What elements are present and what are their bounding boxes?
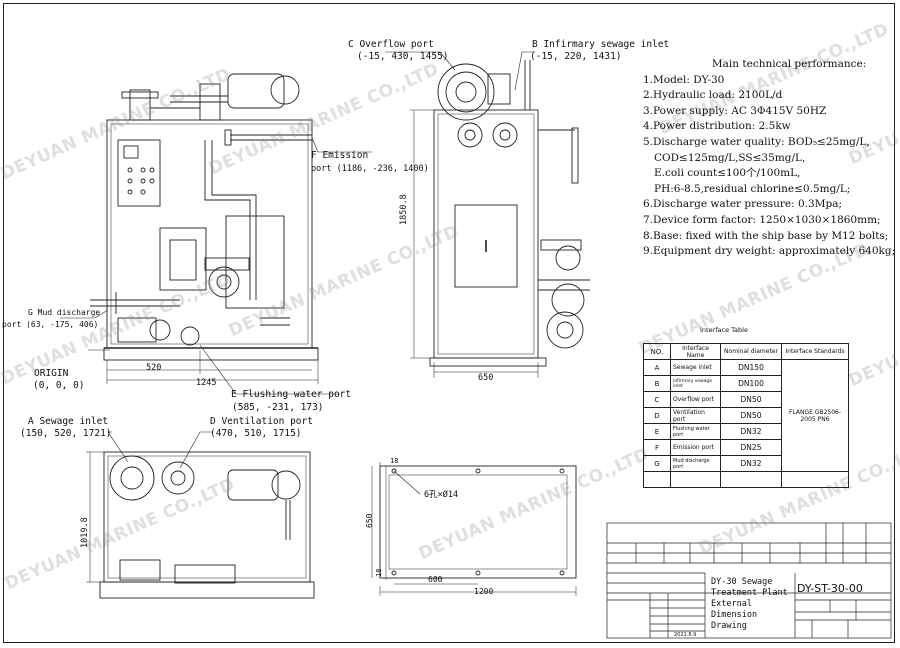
table-cell: C bbox=[643, 391, 671, 408]
side-view bbox=[385, 51, 590, 378]
dim-front-520: 520 bbox=[146, 363, 162, 373]
table-row: F Emission port DN25 bbox=[643, 439, 849, 456]
table-cell bbox=[781, 471, 849, 488]
table-cell bbox=[720, 471, 782, 488]
table-header: Nominal diameter bbox=[720, 343, 782, 360]
performance-item: 8.Base: fixed with the ship base by M12 … bbox=[643, 229, 889, 242]
performance-item: 6.Discharge water pressure: 0.3Mpa; bbox=[643, 198, 842, 211]
table-cell: Emission port bbox=[670, 439, 721, 456]
port-a-label: A Sewage inlet bbox=[28, 416, 109, 427]
dim-front-1245: 1245 bbox=[196, 378, 217, 388]
port-f-coords: port (1186, -236, 1400) bbox=[311, 164, 429, 174]
port-f-label: F Emission bbox=[311, 150, 369, 161]
performance-item: COD≤125mg/L,SS≤35mg/L, bbox=[654, 151, 806, 164]
interface-table: NO. Interface Name Nominal diameter Inte… bbox=[643, 343, 849, 488]
table-cell: A bbox=[643, 359, 671, 376]
table-cell: DN100 bbox=[720, 375, 782, 392]
port-g-label: G Mud discharge bbox=[28, 308, 101, 317]
dim-base-1200: 1200 bbox=[474, 587, 494, 596]
table-header: Interface Name bbox=[670, 343, 721, 360]
drawing-sheet bbox=[3, 3, 895, 643]
drawing-number: DY-ST-30-00 bbox=[797, 582, 863, 595]
drawing-title: DY-30 Sewage Treatment Plant External Di… bbox=[711, 577, 788, 631]
table-cell bbox=[643, 471, 671, 488]
dim-side-650: 650 bbox=[478, 373, 494, 383]
table-row: C Overflow port DN50 bbox=[643, 391, 849, 408]
table-cell: Ventilation port bbox=[670, 407, 721, 424]
table-cell: Mud discharge port bbox=[670, 455, 721, 472]
performance-item: 7.Device form factor: 1250×1030×1860mm; bbox=[643, 213, 881, 226]
origin-coords: (0, 0, 0) bbox=[33, 380, 85, 391]
dim-top-1019: 1019.8 bbox=[80, 517, 90, 548]
table-cell: Infirmary sewage inlet bbox=[670, 375, 721, 392]
table-cell: Flushing water port bbox=[670, 423, 721, 440]
performance-item: 2.Hydraulic load: 2100L/d bbox=[643, 89, 783, 102]
drawing-date: 2021.8.9 bbox=[674, 632, 697, 638]
table-cell: DN32 bbox=[720, 423, 782, 440]
table-row: D Ventilation port DN50 bbox=[643, 407, 849, 424]
port-c-label: C Overflow port bbox=[348, 39, 434, 50]
table-cell: DN50 bbox=[720, 391, 782, 408]
port-d-label: D Ventilation port bbox=[210, 416, 313, 427]
title-block-frame bbox=[606, 522, 892, 639]
port-c-coords: (-15, 430, 1455) bbox=[357, 51, 449, 62]
performance-item: 9.Equipment dry weight: approximately 64… bbox=[643, 245, 896, 258]
table-cell: B bbox=[643, 375, 671, 392]
performance-item: 4.Power distribution: 2.5kw bbox=[643, 120, 791, 133]
table-row: A Sewage inlet DN150 FLANGE GB2506-2005 … bbox=[643, 359, 849, 472]
dim-base-600: 600 bbox=[428, 575, 443, 584]
port-b-coords: (-15, 220, 1431) bbox=[530, 51, 622, 62]
performance-title: Main technical performance: bbox=[711, 58, 867, 70]
table-cell: Sewage inlet bbox=[670, 359, 721, 376]
dim-base-holes: 6孔×Ø14 bbox=[424, 490, 459, 500]
performance-item: 5.Discharge water quality: BOD₅≤25mg/L, bbox=[643, 135, 870, 148]
table-cell: D bbox=[643, 407, 671, 424]
port-e-coords: (585, -231, 173) bbox=[232, 402, 324, 413]
table-header: Interface Standards bbox=[781, 343, 849, 360]
origin-label: ORIGIN bbox=[34, 368, 69, 379]
table-cell: Overflow port bbox=[670, 391, 721, 408]
table-cell: DN50 bbox=[720, 407, 782, 424]
performance-item: 3.Power supply: AC 3Φ415V 50HZ bbox=[643, 104, 827, 117]
top-view bbox=[86, 431, 315, 599]
dim-base-18a: 18 bbox=[390, 457, 399, 465]
table-header: NO. bbox=[643, 343, 671, 360]
table-cell: F bbox=[643, 439, 671, 456]
performance-item: PH:6-8.5,residual chlorine≤0.5mg/L; bbox=[654, 182, 851, 195]
table-header-row: NO. Interface Name Nominal diameter Inte… bbox=[643, 343, 849, 360]
table-cell: DN32 bbox=[720, 455, 782, 472]
port-e-label: E Flushing water port bbox=[231, 389, 352, 400]
table-cell: E bbox=[643, 423, 671, 440]
table-cell: G bbox=[643, 455, 671, 472]
interface-table-caption: Interface Table bbox=[700, 326, 748, 334]
table-cell: DN150 bbox=[720, 359, 782, 376]
dim-side-1850: 1850.8 bbox=[399, 194, 409, 225]
table-row bbox=[643, 471, 849, 488]
port-b-label: B Infirmary sewage inlet bbox=[532, 39, 670, 50]
dim-base-18b: 18 bbox=[375, 568, 383, 577]
performance-item: 1.Model: DY-30 bbox=[643, 73, 725, 86]
port-a-coords: (150, 520, 1721) bbox=[20, 428, 112, 439]
table-cell bbox=[670, 471, 721, 488]
port-g-coords: port (63, -175, 406) bbox=[2, 320, 99, 329]
base-plan bbox=[371, 462, 577, 596]
port-d-coords: (470, 510, 1715) bbox=[210, 428, 302, 439]
front-view bbox=[60, 73, 372, 395]
technical-performance: Main technical performance: 1.Model: DY-… bbox=[643, 57, 895, 260]
table-cell: DN25 bbox=[720, 439, 782, 456]
performance-item: E.coli count≤100个/100mL, bbox=[654, 167, 801, 180]
table-cell: FLANGE GB2506-2005 PN6 bbox=[781, 359, 849, 472]
dim-base-650: 650 bbox=[365, 513, 374, 528]
